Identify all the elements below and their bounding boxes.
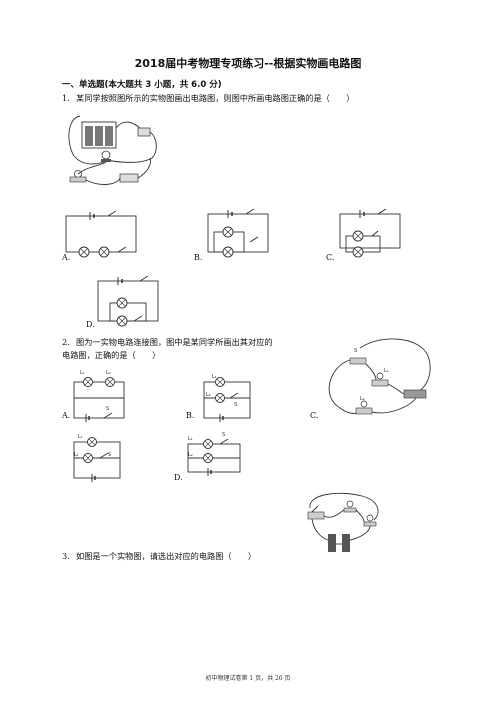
svg-text:L₁: L₁ bbox=[188, 436, 193, 442]
svg-text:L₁: L₁ bbox=[80, 370, 85, 376]
q1-option-b-label[interactable]: B. bbox=[194, 253, 203, 262]
svg-text:L₂: L₂ bbox=[360, 396, 365, 402]
page-footer: 初中物理试卷第 1 页，共 26 页 bbox=[205, 675, 291, 682]
q2-option-a-diagram: L₁ L₂ S bbox=[73, 370, 125, 422]
q3-text: 如图是一个实物图，请选出对应的电路图（ ） bbox=[76, 551, 257, 561]
q1-option-b-diagram bbox=[207, 208, 269, 258]
svg-text:S: S bbox=[108, 452, 111, 458]
q2-option-b-label[interactable]: B. bbox=[186, 411, 195, 420]
svg-text:L₁: L₁ bbox=[384, 368, 389, 374]
q2-text-line2: 电路图，正确的是（ ） bbox=[62, 350, 161, 360]
svg-text:L₂: L₂ bbox=[206, 392, 211, 398]
svg-text:L₁: L₁ bbox=[78, 434, 83, 440]
q1-option-c-label[interactable]: C. bbox=[326, 253, 335, 262]
q1-option-a-label[interactable]: A. bbox=[62, 253, 71, 262]
q2-text-line1: 图为一实物电路连接图，图中是某同学所画出其对应的 bbox=[76, 337, 273, 347]
q2-option-c-label[interactable]: C. bbox=[310, 411, 319, 420]
q1-physical-circuit-figure bbox=[68, 115, 157, 185]
q1-option-a-diagram bbox=[65, 210, 137, 258]
q1-number: 1. bbox=[62, 93, 70, 103]
svg-text:S: S bbox=[234, 402, 237, 408]
q2-option-d-diagram: L₁ L₂ S bbox=[187, 432, 241, 476]
q2-physical-circuit-figure: S L₁ L₂ bbox=[328, 338, 431, 415]
q2-number: 2. bbox=[62, 337, 70, 347]
svg-text:L₁: L₁ bbox=[74, 452, 79, 458]
q2-option-b-diagram: L₁ L₂ S bbox=[203, 374, 251, 422]
q1-option-d-diagram bbox=[97, 275, 159, 327]
svg-text:S: S bbox=[106, 406, 109, 412]
section-heading: 一、单选题(本大题共 3 小题，共 6.0 分) bbox=[62, 80, 222, 90]
q2-option-a-label[interactable]: A. bbox=[62, 411, 71, 420]
page-title: 2018届中考物理专项练习--根据实物画电路图 bbox=[134, 57, 362, 70]
q3-physical-circuit-figure bbox=[307, 492, 379, 552]
q3-number: 3. bbox=[62, 551, 70, 561]
svg-text:S: S bbox=[354, 348, 357, 354]
svg-text:L₂: L₂ bbox=[106, 370, 111, 376]
q1-text: 某同学按照图所示的实物图画出电路图，则图中所画电路图正确的是（ ） bbox=[76, 93, 355, 103]
svg-text:L₁: L₁ bbox=[212, 374, 217, 380]
svg-text:L₂: L₂ bbox=[188, 452, 193, 458]
q2-option-d-label[interactable]: D. bbox=[174, 473, 183, 482]
q1-option-c-diagram bbox=[339, 208, 401, 258]
svg-text:S: S bbox=[222, 432, 225, 438]
q1-option-d-label[interactable]: D. bbox=[86, 320, 95, 329]
q2-option-c-diagram: L₁ L₁ S bbox=[73, 434, 121, 482]
